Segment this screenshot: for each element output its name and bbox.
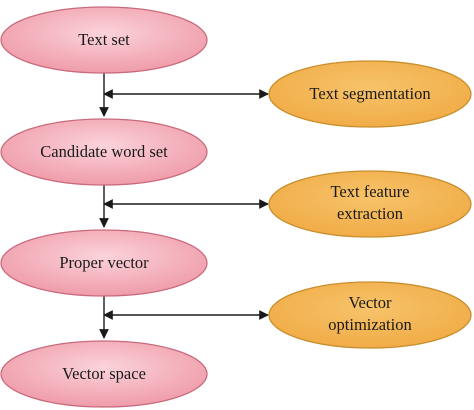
step-node-proper-vector: Proper vector <box>0 229 208 297</box>
process-node-text-segmentation: Text segmentation <box>268 60 472 128</box>
process-label-line-1: Text feature <box>330 182 409 201</box>
process-node-text-feature-extraction: Text feature extraction <box>268 170 472 238</box>
step-ellipse <box>0 118 208 186</box>
process-label-line-1: Vector <box>348 293 392 312</box>
process-ellipse <box>268 281 472 349</box>
step-ellipse <box>0 6 208 74</box>
step-label: Vector space <box>62 364 146 383</box>
step-node-candidate-word-set: Candidate word set <box>0 118 208 186</box>
process-label: Text segmentation <box>309 84 430 103</box>
step-label: Candidate word set <box>40 142 168 161</box>
process-ellipse <box>268 60 472 128</box>
process-ellipse <box>268 170 472 238</box>
step-ellipse <box>0 340 208 408</box>
step-label: Text set <box>78 30 130 49</box>
process-node-vector-optimization: Vector optimization <box>268 281 472 349</box>
step-label: Proper vector <box>59 253 149 272</box>
process-label-line-2: extraction <box>337 204 403 223</box>
step-ellipse <box>0 229 208 297</box>
step-node-text-set: Text set <box>0 6 208 74</box>
step-node-vector-space: Vector space <box>0 340 208 408</box>
process-label-line-2: optimization <box>328 315 411 334</box>
